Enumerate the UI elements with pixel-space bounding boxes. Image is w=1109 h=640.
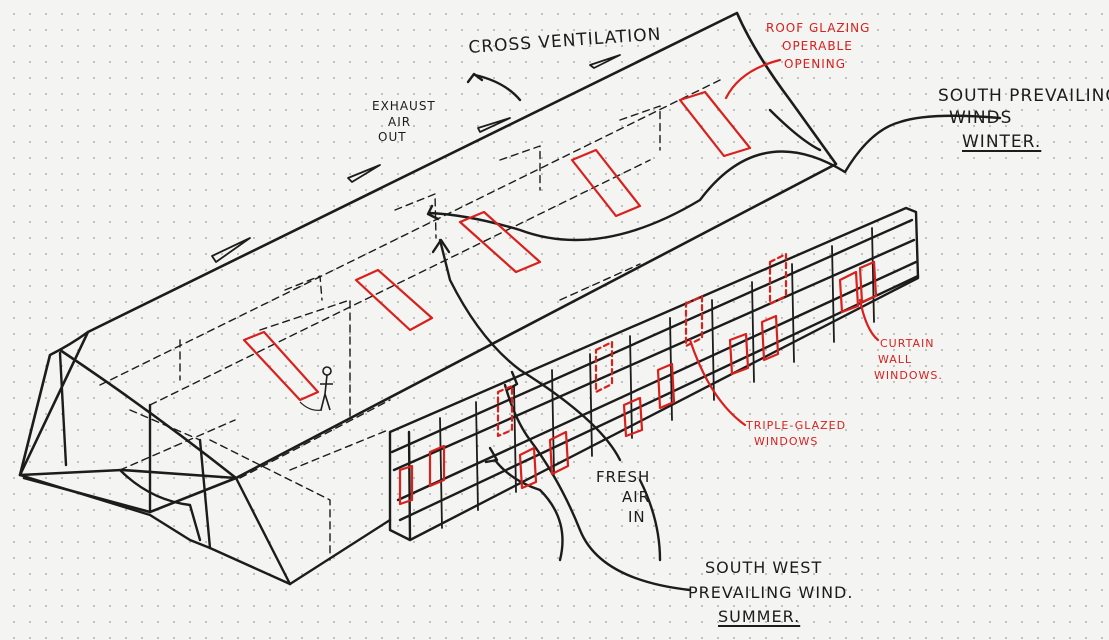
- label-triple-glazed-line-2: WINDOWS: [754, 436, 818, 448]
- label-southwest-wind-line-1: SOUTH WEST: [705, 560, 822, 577]
- label-triple-glazed-line-1: TRIPLE-GLAZED: [746, 420, 846, 432]
- operable-roof-windows: [244, 92, 750, 400]
- label-exhaust-line-1: EXHAUST: [372, 100, 436, 113]
- label-exhaust-line-3: OUT: [378, 131, 407, 144]
- label-curtain-wall-line-3: WINDOWS.: [874, 370, 943, 382]
- label-south-winds-line-2: WINDS: [949, 110, 1012, 128]
- label-southwest-wind-line-3: SUMMER.: [718, 609, 800, 626]
- label-roof-glazing-line-2: OPERABLE: [782, 40, 853, 53]
- label-fresh-air-line-1: FRESH: [596, 470, 650, 486]
- label-fresh-air-line-2: AIR: [622, 490, 650, 506]
- annex-walls: [20, 353, 390, 584]
- label-south-winds-line-3: WINTER.: [962, 134, 1041, 152]
- roof-skylights: [212, 55, 620, 262]
- label-curtain-wall-line-2: WALL: [878, 354, 912, 366]
- greenhouse-mullions: [440, 228, 874, 528]
- label-curtain-wall-line-1: CURTAIN: [880, 338, 934, 350]
- label-fresh-air-line-3: IN: [628, 510, 646, 526]
- person-figure: [300, 367, 333, 410]
- label-roof-glazing-line-3: OPENING: [784, 58, 846, 71]
- label-roof-glazing-line-1: ROOF GLAZING: [766, 22, 870, 35]
- label-exhaust-line-2: AIR: [388, 116, 411, 129]
- label-south-winds-line-1: SOUTH PREVAILING: [938, 88, 1109, 106]
- label-southwest-wind-line-2: PREVAILING WIND.: [688, 585, 853, 602]
- triple-glazed-windows: [498, 254, 786, 436]
